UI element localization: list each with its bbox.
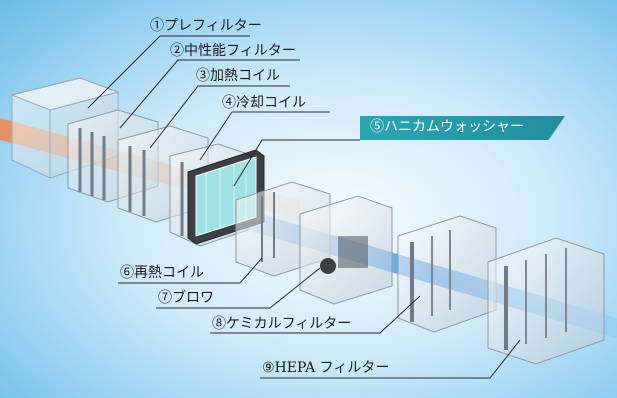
label-honeycomb-washer: ⑤ハニカムウォッシャー [370,119,524,135]
hepa-filter-unit [487,237,605,365]
chemical-filter-unit [397,215,497,333]
label-chemical-filter: ⑧ケミカルフィルター [212,316,352,332]
highlight-badge [360,116,565,140]
label-reheat-coil: ⑥再熱コイル [120,265,204,281]
label-cooling-coil: ④冷却コイル [222,95,306,111]
blower-unit [299,195,393,305]
label-pre-filter: ①プレフィルター [150,18,262,34]
label-hepa-filter: ⑨HEPA フィルター [262,360,390,376]
label-medium-filter: ②中性能フィルター [170,43,296,59]
leader-lines [87,35,521,379]
label-blower: ⑦ブロワ [158,290,214,306]
label-heating-coil: ③加熱コイル [196,68,280,84]
